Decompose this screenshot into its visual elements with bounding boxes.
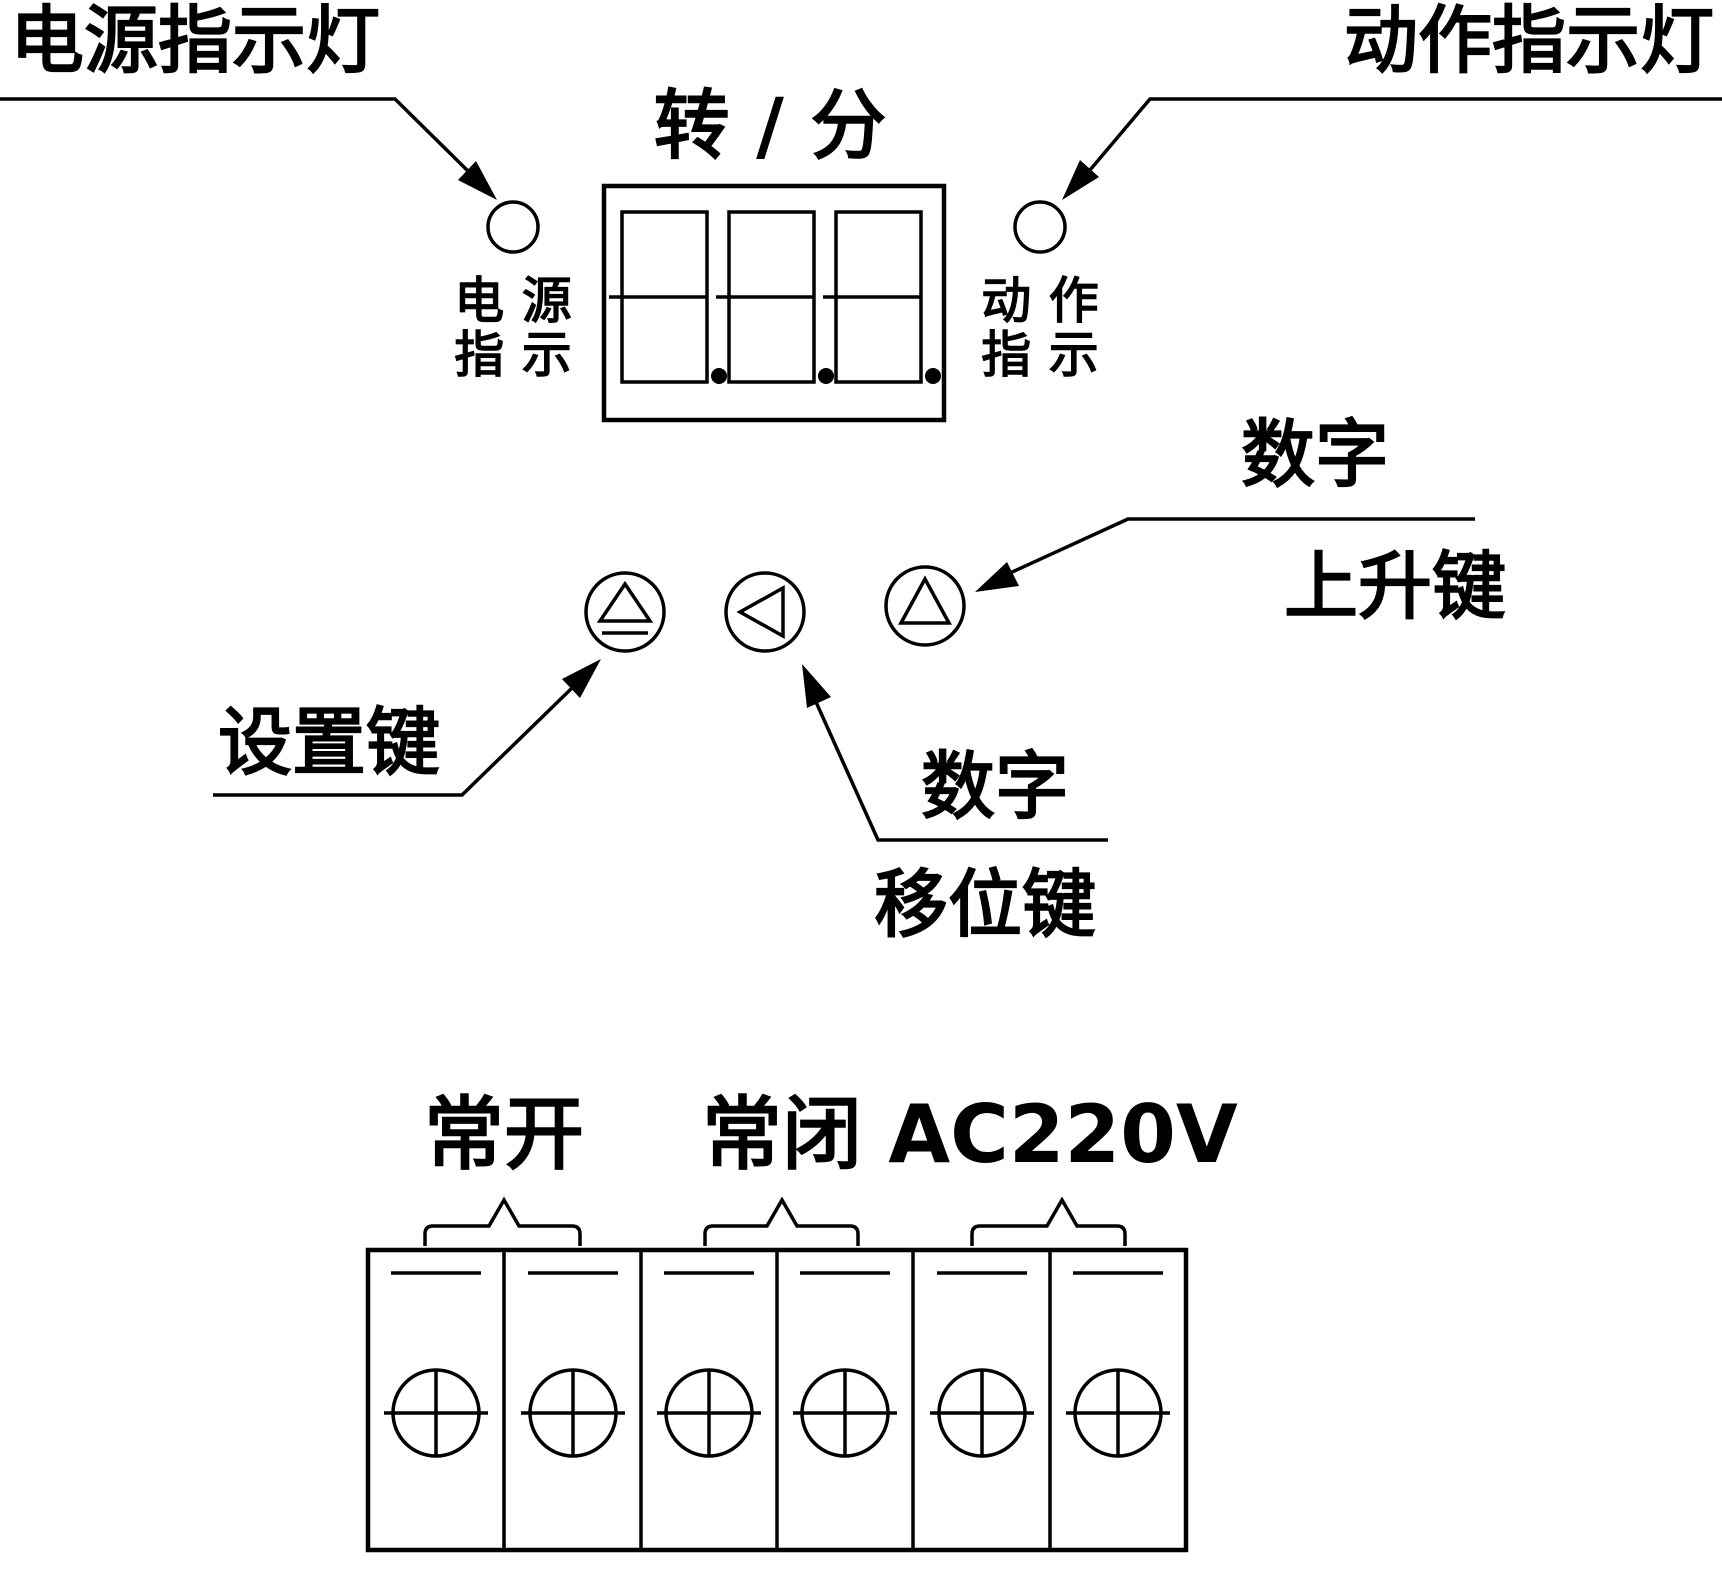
triangle-up-icon (898, 575, 952, 625)
set-key-callout: 设置键 (213, 659, 601, 797)
up-key-leader-line (1009, 517, 1475, 575)
decimal-point-icon (711, 368, 727, 384)
display-unit-title: 转 / 分 (654, 81, 887, 170)
power-indicator-arrowhead-icon (458, 161, 497, 200)
terminal-group-bracket (970, 1196, 1127, 1246)
terminal-group-no: 常开 (423, 1088, 584, 1246)
up-key-callout-line1: 数字 (1241, 412, 1389, 498)
action-indicator-callout-label: 动作指示灯 (1344, 0, 1714, 84)
terminal-group-nc-label: 常闭 (702, 1088, 862, 1181)
shift-button[interactable] (724, 571, 806, 653)
action-indicator-callout: 动作指示灯 (1062, 0, 1722, 200)
action-indicator-caption: 动 作 指 示 (981, 272, 1098, 384)
power-indicator-caption-line1: 电 源 (454, 272, 571, 330)
terminal-screw (657, 1271, 761, 1458)
up-key-callout-line2: 上升键 (1284, 544, 1506, 630)
set-button[interactable] (584, 571, 666, 653)
display-digit (823, 210, 941, 384)
shift-key-callout: 数字 移位键 (802, 664, 1108, 948)
digital-display (601, 183, 947, 423)
action-indicator-leader-line (1088, 97, 1722, 172)
shift-key-callout-line2: 移位键 (874, 862, 1096, 948)
power-indicator-callout-label: 电源指示灯 (10, 0, 380, 84)
display-digit (716, 210, 834, 384)
shift-key-callout-line1: 数字 (921, 744, 1069, 830)
action-indicator-caption-line1: 动 作 (981, 272, 1098, 330)
set-key-callout-label: 设置键 (218, 700, 440, 786)
terminal-screw (1066, 1271, 1170, 1458)
terminal-group-nc: 常闭 (702, 1088, 862, 1246)
display-frame (601, 183, 947, 423)
shift-key-leader-line (814, 701, 1108, 842)
power-indicator-callout: 电源指示灯 (0, 0, 497, 200)
terminal-group-bracket (423, 1196, 582, 1246)
power-indicator-leader-line (0, 97, 472, 175)
terminal-screw (930, 1271, 1034, 1458)
terminal-screw (521, 1271, 625, 1458)
triangle-up-underline-icon (596, 580, 654, 635)
terminal-group-bracket (703, 1196, 860, 1246)
power-indicator-led (486, 200, 540, 254)
display-digit (609, 210, 727, 384)
terminal-group-no-label: 常开 (424, 1088, 584, 1181)
terminal-group-ac220v: AC220V (888, 1088, 1238, 1246)
power-indicator-caption: 电 源 指 示 (454, 272, 571, 384)
terminal-group-ac220v-label: AC220V (888, 1088, 1238, 1181)
set-key-leader-line (213, 686, 574, 797)
up-button[interactable] (884, 565, 966, 647)
action-indicator-arrowhead-icon (1062, 160, 1099, 200)
action-indicator-led (1013, 200, 1067, 254)
up-key-callout: 数字 上升键 (975, 412, 1506, 630)
terminal-block (365, 1247, 1189, 1553)
triangle-left-icon (736, 585, 785, 639)
decimal-point-icon (818, 368, 834, 384)
up-button-outline[interactable] (884, 565, 966, 647)
decimal-point-icon (925, 368, 941, 384)
terminal-screw (384, 1271, 488, 1458)
set-button-outline[interactable] (584, 571, 666, 653)
power-indicator-caption-line2: 指 示 (454, 326, 571, 384)
up-key-arrowhead-icon (975, 562, 1019, 592)
shift-key-arrowhead-icon (802, 664, 831, 708)
terminal-screw (793, 1271, 897, 1458)
action-indicator-caption-line2: 指 示 (981, 326, 1098, 384)
shift-button-outline[interactable] (724, 571, 806, 653)
set-key-arrowhead-icon (562, 659, 601, 698)
